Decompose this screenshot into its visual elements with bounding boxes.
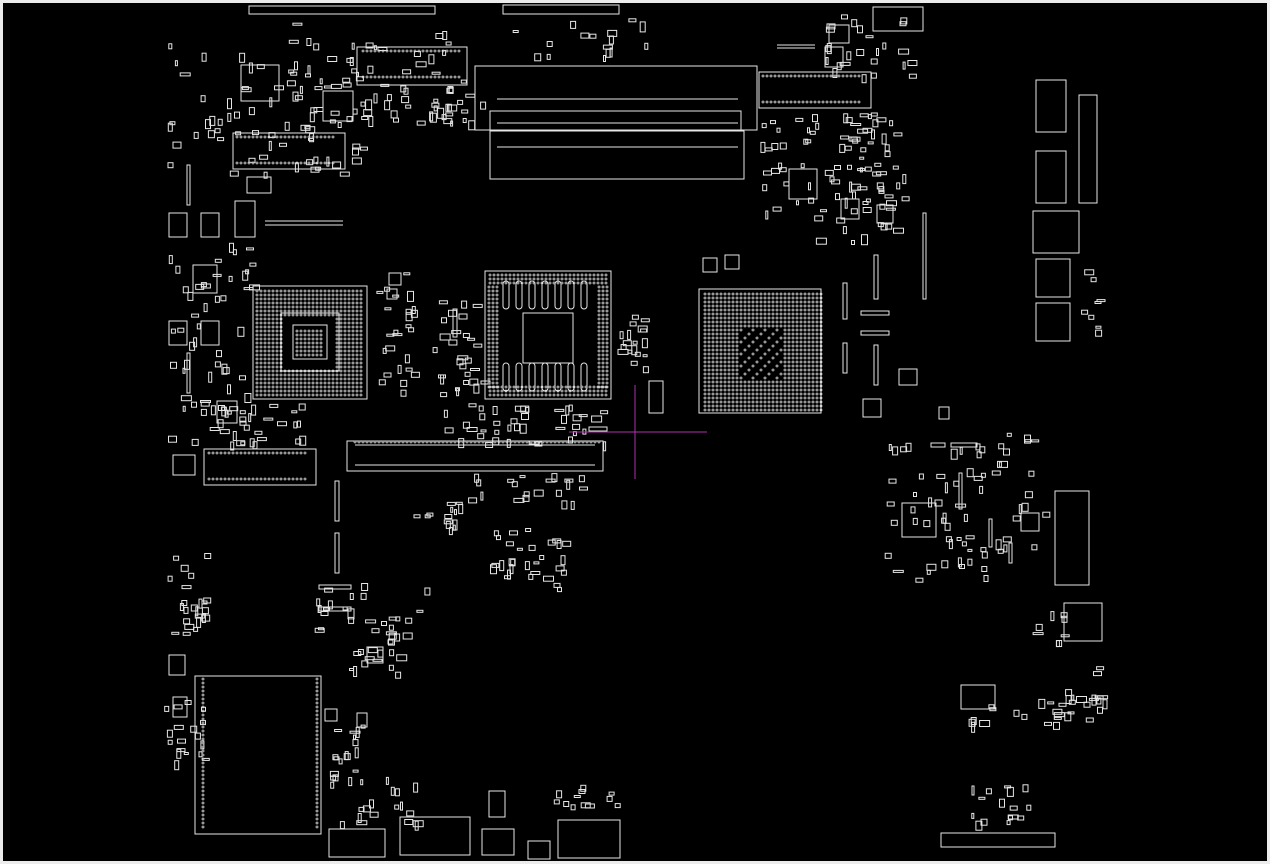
dimm-slot-upper (474, 65, 758, 132)
connector-bottom-right (940, 832, 1056, 848)
connector-upper-left (232, 132, 346, 170)
small-box-top-right (872, 6, 924, 32)
chip-lower-right (960, 684, 996, 710)
bottom-edge-ports (328, 790, 621, 860)
connector-top-center-left (356, 46, 468, 86)
right-edge-ports (1032, 79, 1103, 642)
chip-cluster-upper-right (702, 24, 894, 273)
cpu-socket (484, 270, 612, 400)
chip-cluster-upper-left (168, 64, 354, 476)
small-smd-components (164, 14, 1109, 831)
pcie-slot (346, 440, 604, 472)
vertical-components-right (842, 212, 1013, 564)
top-edge-connector-right (502, 4, 620, 15)
top-edge-connector-left (248, 5, 436, 15)
dimm-slot-lower (489, 130, 745, 180)
large-component-bottom-left (194, 675, 322, 835)
connector-mid-left (203, 448, 317, 486)
pcb-board-viewer[interactable] (3, 3, 1267, 861)
connector-upper-right (758, 71, 872, 109)
chip-mid-right (901, 502, 1040, 538)
board-canvas[interactable] (3, 3, 1267, 861)
crosshair-cursor-icon (569, 385, 707, 479)
bga-pin-arrays (201, 49, 861, 829)
